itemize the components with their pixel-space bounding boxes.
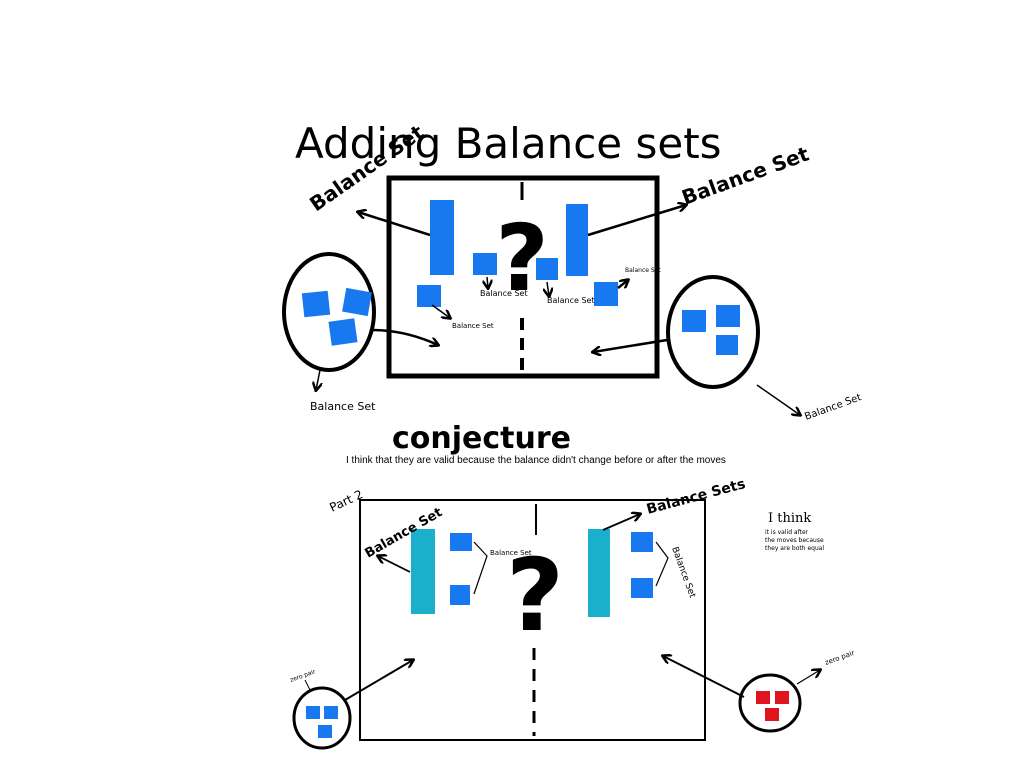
part1-balance-board: ? Balance Set Balance Set Balance Set Ba… <box>386 175 661 379</box>
page-title: Adding Balance sets <box>295 119 722 168</box>
part2-red-tile <box>775 691 789 704</box>
part1-label-left-small: Balance Set <box>452 322 494 330</box>
part1-left-tile-group <box>282 252 376 372</box>
part1-arrow <box>547 281 549 296</box>
part2-label-zero-pair-right: zero pair <box>824 649 856 667</box>
part1-circle-tile <box>716 305 740 327</box>
part1-arrow <box>431 304 450 318</box>
part2-arrow-left <box>378 556 411 573</box>
part2-arrow-right <box>602 514 640 531</box>
conjecture-heading: conjecture <box>392 421 571 456</box>
part1-arrow-right-big <box>587 205 686 237</box>
part1-circle-tile <box>716 335 738 355</box>
part2-red-tile <box>765 708 779 721</box>
part1-arrow-left-big <box>358 212 431 237</box>
part1-arrow <box>617 280 628 289</box>
part1-frame <box>386 175 660 379</box>
part2-long-tile-right <box>588 529 610 617</box>
side-note-line: the moves because <box>765 537 824 544</box>
part1-circle-tile <box>342 287 372 317</box>
part1-long-tile-right <box>566 204 588 276</box>
side-note-line: it is valid after <box>765 529 809 536</box>
part2-circle-tile <box>306 706 320 719</box>
part2-label-zero-pair-left: zero pair <box>289 668 317 684</box>
part1-label-mid-left: Balance Set <box>480 289 528 298</box>
part2-frame <box>359 499 706 741</box>
part1-circle-tile <box>682 310 706 332</box>
part1-arrow-left-circle <box>371 328 438 345</box>
part1-arrow-right-circle-label <box>756 384 800 415</box>
part2-circle-tile <box>318 725 332 738</box>
conjecture-statement: I think that they are valid because the … <box>346 455 726 466</box>
side-note: I think it is valid after the moves beca… <box>765 511 824 552</box>
part2-unit-tile <box>631 532 653 552</box>
part1-circle-tile <box>328 318 358 346</box>
side-note-line: I think <box>768 511 811 526</box>
part1-long-tile-left <box>430 200 454 275</box>
side-note-line: they are both equal <box>765 545 824 552</box>
part1-label-mid-right: Balance Set <box>547 296 595 305</box>
part2-unit-tile <box>450 533 472 551</box>
part2-bracket-left <box>473 541 488 595</box>
part2-label-right: Balance Sets <box>645 476 747 518</box>
part2-left-zero-pair <box>292 686 352 750</box>
part1-unit-tile <box>536 258 558 280</box>
part2-zero-pair-pointer-right <box>796 670 820 685</box>
part1-label-left-circle: Balance Set <box>310 400 376 413</box>
part2-bracket-right <box>655 541 669 587</box>
part1-label-right-tiny: Balance Set <box>625 267 661 274</box>
part2-label-left-small: Balance Set <box>490 549 532 557</box>
part2-zero-pair-pointer <box>304 679 311 691</box>
part2-question-mark: ? <box>506 537 564 654</box>
part2-circle-tile <box>324 706 338 719</box>
part1-circle-tile <box>301 290 331 318</box>
part1-arrow-right-circle <box>593 338 668 352</box>
part1-arrow <box>487 276 488 288</box>
part1-right-tile-group <box>666 275 760 389</box>
part1-unit-tile <box>473 253 497 275</box>
part2-unit-tile <box>631 578 653 598</box>
part2-long-tile-left <box>411 529 435 614</box>
part2-label-right-side: Balance Set <box>669 546 697 600</box>
part2-unit-tile <box>450 585 470 605</box>
part2-arrow-left-circle <box>344 660 413 701</box>
part1-label-right-circle: Balance Set <box>803 392 863 423</box>
part1-unit-tile <box>594 282 618 306</box>
part2-right-zero-pair <box>738 673 802 733</box>
part2-arrow-right-circle <box>663 656 745 698</box>
part1-arrow-left-circle-label <box>316 369 320 390</box>
part1-unit-tile <box>417 285 441 307</box>
part2-red-tile <box>756 691 770 704</box>
